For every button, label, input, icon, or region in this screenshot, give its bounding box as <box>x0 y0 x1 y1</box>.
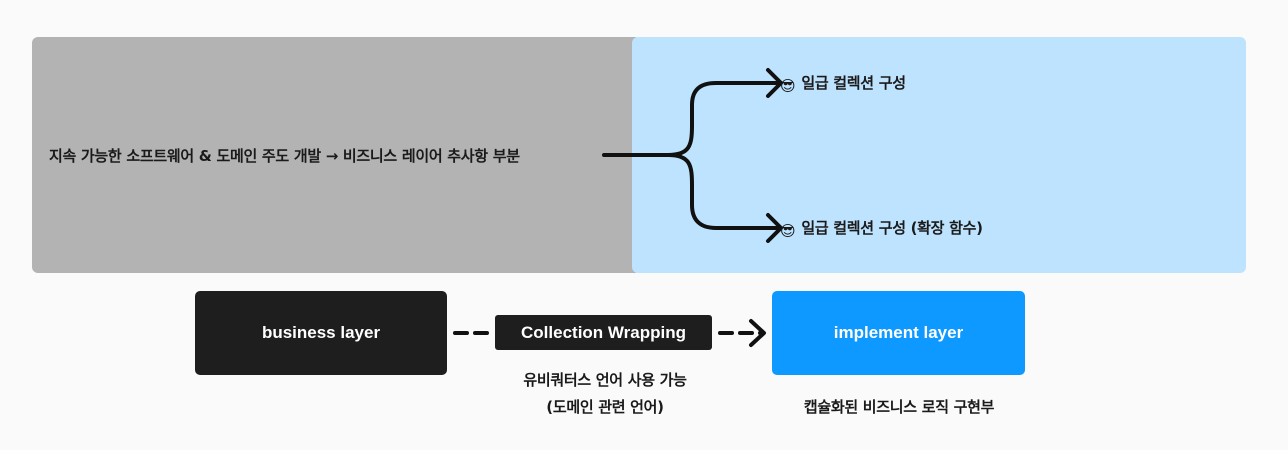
branch-item-extension-function: 😎 일급 컬렉션 구성 (확장 함수) <box>780 217 983 240</box>
wrapping-caption-line1: 유비쿼터스 언어 사용 가능 <box>523 371 687 389</box>
branch-label: 일급 컬렉션 구성 (확장 함수) <box>801 219 983 237</box>
business-layer-box: business layer <box>195 291 447 375</box>
implement-layer-box: implement layer <box>772 291 1025 375</box>
branch-item-first-class-collection: 😎 일급 컬렉션 구성 <box>780 72 906 95</box>
wrapping-caption-line2: (도메인 관련 언어) <box>546 398 664 416</box>
sunglasses-emoji-icon: 😎 <box>780 77 796 95</box>
sunglasses-emoji-icon: 😎 <box>780 222 796 240</box>
wrapping-caption: 유비쿼터스 언어 사용 가능 (도메인 관련 언어) <box>480 367 730 421</box>
collection-wrapping-box: Collection Wrapping <box>495 315 712 350</box>
context-panel <box>32 37 636 273</box>
arrow-head-implement <box>749 319 766 347</box>
source-topic-text: 지속 가능한 소프트웨어 & 도메인 주도 개발 → 비즈니스 레이어 추사항 … <box>49 147 520 165</box>
branch-label: 일급 컬렉션 구성 <box>801 74 906 92</box>
implement-caption: 캡슐화된 비즈니스 로직 구현부 <box>803 398 995 416</box>
